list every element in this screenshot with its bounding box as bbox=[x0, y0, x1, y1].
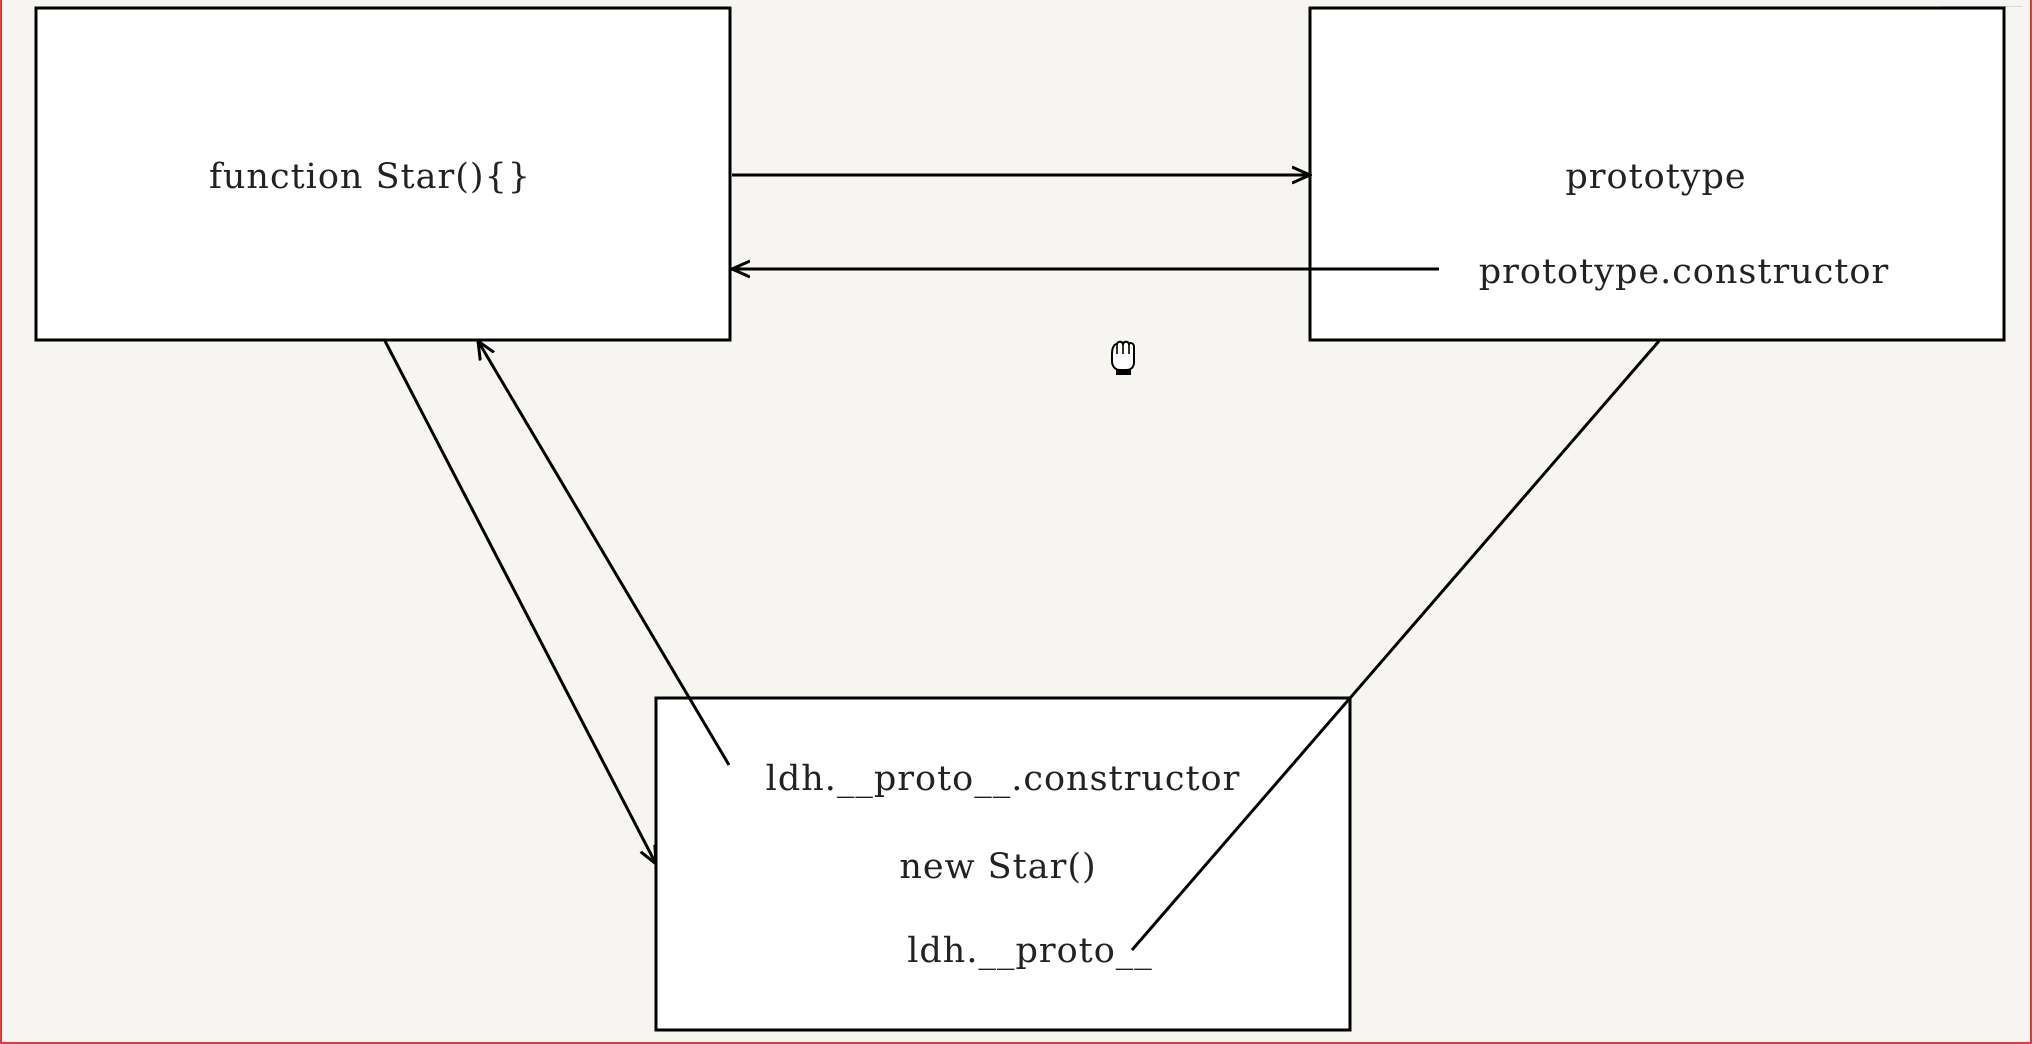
edge-function-to-instance bbox=[383, 340, 656, 864]
new-instance-label: new Star() bbox=[899, 847, 1096, 887]
grab-hand-icon bbox=[1111, 340, 1135, 375]
edge-prototype-to-instance-proto bbox=[1130, 340, 1661, 951]
instance-box bbox=[654, 696, 1352, 1032]
instance-proto-label: ldh.__proto__ bbox=[907, 931, 1153, 971]
constructor-function-label: function Star(){} bbox=[209, 157, 531, 197]
prototype-constructor-label: prototype.constructor bbox=[1479, 252, 1889, 292]
proto-constructor-label: ldh.__proto__.constructor bbox=[766, 759, 1241, 799]
prototype-object-box bbox=[1308, 6, 2006, 342]
edge-proto-constructor-to-function bbox=[478, 341, 731, 766]
constructor-function-box bbox=[34, 6, 732, 342]
prototype-title: prototype bbox=[1565, 157, 1746, 197]
